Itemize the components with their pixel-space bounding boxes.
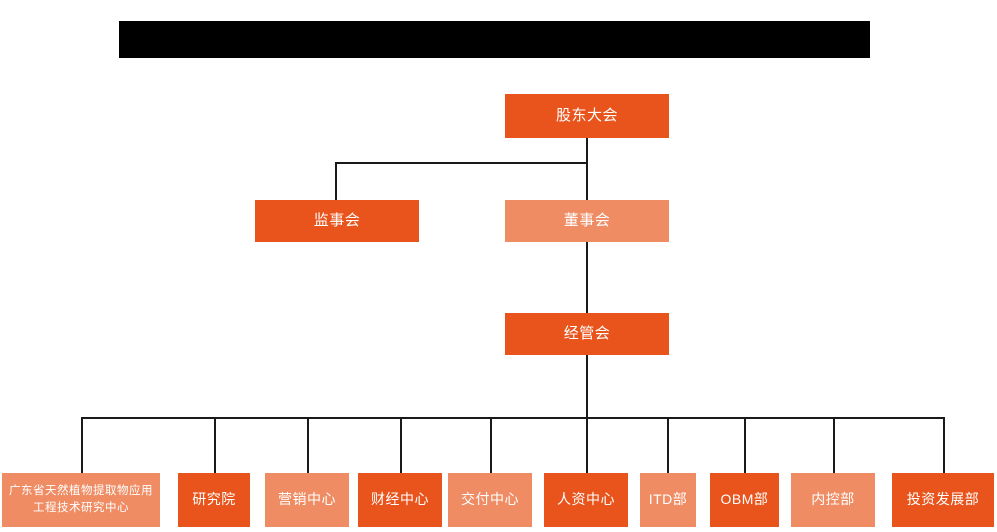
connector-directors-to-management: [586, 242, 588, 313]
connector-drop-research-institute: [214, 417, 216, 473]
node-supervisors[interactable]: 监事会: [255, 200, 419, 242]
connector-drop-investment-dev-dept: [943, 417, 945, 473]
connector-drop-internal-control-dept: [833, 417, 835, 473]
connector-drop-hr-center: [586, 417, 588, 473]
connector-drop-itd-dept: [667, 417, 669, 473]
connector-drop-obm-dept: [744, 417, 746, 473]
redacted-title-bar: [119, 21, 870, 58]
connector-department-bus: [81, 417, 943, 419]
node-shareholders[interactable]: 股东大会: [505, 94, 669, 138]
connector-drop-delivery-center: [490, 417, 492, 473]
node-hr-center[interactable]: 人资中心: [544, 473, 628, 527]
node-obm-dept[interactable]: OBM部: [710, 473, 779, 527]
connector-drop-marketing-center: [307, 417, 309, 473]
node-itd-dept[interactable]: ITD部: [640, 473, 696, 527]
connector-shareholders-down: [586, 138, 588, 163]
node-management[interactable]: 经管会: [505, 313, 669, 355]
connector-management-down: [586, 355, 588, 418]
node-delivery-center[interactable]: 交付中心: [448, 473, 532, 527]
node-investment-dev-dept[interactable]: 投资发展部: [892, 473, 994, 527]
node-directors[interactable]: 董事会: [505, 200, 669, 242]
connector-shareholders-bus: [335, 162, 588, 164]
connector-to-directors: [586, 162, 588, 200]
node-research-institute[interactable]: 研究院: [178, 473, 250, 527]
connector-to-supervisors: [335, 162, 337, 200]
node-marketing-center[interactable]: 营销中心: [265, 473, 349, 527]
node-finance-center[interactable]: 财经中心: [358, 473, 442, 527]
connector-drop-eng-center: [81, 417, 83, 473]
node-eng-center[interactable]: 广东省天然植物提取物应用工程技术研究中心: [2, 473, 160, 527]
node-internal-control-dept[interactable]: 内控部: [791, 473, 875, 527]
connector-drop-finance-center: [400, 417, 402, 473]
